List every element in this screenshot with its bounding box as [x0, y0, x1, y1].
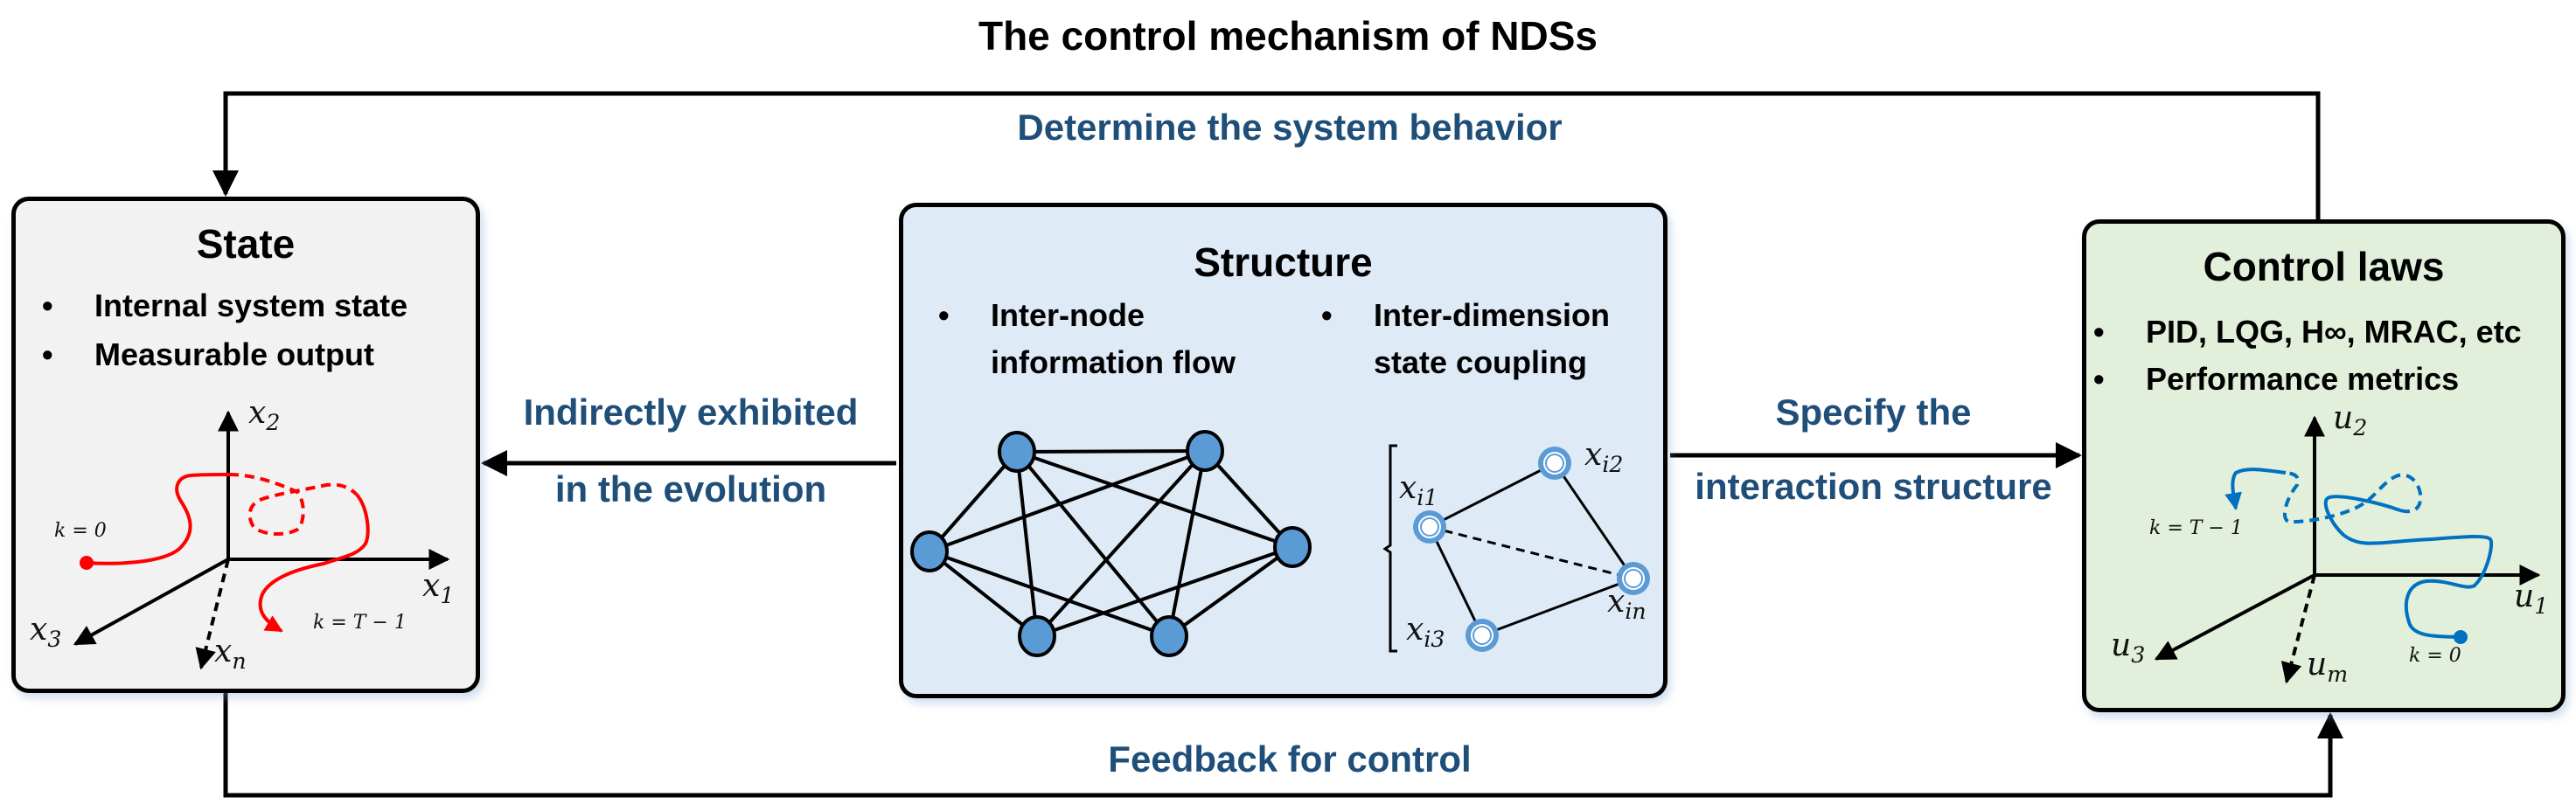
coupling-node-xi2	[1538, 447, 1571, 480]
axis-um	[2280, 574, 2316, 684]
state-title: State	[196, 221, 296, 267]
axis-xn	[195, 558, 230, 670]
top-feedback-connector	[212, 91, 2321, 219]
coupling-edge-solid	[1429, 461, 1556, 529]
structure-bullet-inter-dimension: •Inter-dimension	[1321, 297, 1611, 333]
network-node	[1018, 615, 1056, 657]
network-edge	[1015, 450, 1171, 638]
control-laws-box: Control laws •PID, LQG, H∞, MRAC, etc •P…	[2082, 219, 2566, 712]
control-trajectory-solid-start	[2323, 495, 2493, 639]
coupling-node-xi3	[1466, 619, 1499, 652]
structure-bullet-inter-node: •Inter-node	[938, 297, 1145, 333]
network-node	[910, 530, 949, 572]
coupling-bracket	[1382, 444, 1397, 653]
network-edge	[1036, 545, 1293, 638]
axis-label-um: um	[2307, 647, 2349, 688]
state-trajectory-dashed	[228, 473, 359, 536]
axis-label-x1: x1	[422, 568, 455, 609]
axis-label-x2: x2	[248, 395, 281, 436]
network-edge	[928, 550, 1039, 638]
coupling-edge-solid	[1428, 526, 1484, 636]
control-trajectory-solid-end	[2224, 468, 2287, 510]
axis-label-u2: u2	[2333, 400, 2368, 441]
bottom-feedback-connector	[223, 693, 2343, 798]
structure-title: Structure	[1194, 239, 1373, 285]
state-end-label: k = T − 1	[313, 612, 407, 634]
axis-x3	[73, 558, 229, 646]
control-end-label: k = T − 1	[2149, 517, 2243, 539]
state-trajectory-solid-start	[86, 473, 230, 565]
axis-label-u1: u1	[2514, 579, 2549, 620]
flow-label-interaction-structure: interaction structure	[1695, 466, 2052, 507]
state-start-point	[80, 556, 94, 570]
coupling-node-xi1	[1413, 510, 1446, 544]
state-trajectory-solid-end	[258, 493, 370, 633]
network-edge	[1203, 449, 1294, 549]
network-node	[998, 431, 1036, 473]
flow-label-indirectly-exhibited: Indirectly exhibited	[523, 392, 859, 433]
coupling-label-xin: xin	[1607, 584, 1647, 625]
flow-label-feedback: Feedback for control	[1108, 738, 1472, 780]
state-start-label: k = 0	[54, 520, 107, 542]
network-edge	[1035, 449, 1207, 638]
network-edge	[1016, 450, 1293, 549]
flow-label-in-evolution: in the evolution	[554, 468, 827, 509]
coupling-edge-solid	[1553, 462, 1635, 579]
coupling-label-xi3: xi3	[1406, 612, 1445, 653]
axis-label-xn: xn	[214, 634, 247, 675]
network-edge	[929, 449, 1206, 553]
coupling-label-xi2: xi2	[1584, 437, 1624, 478]
axis-label-u3: u3	[2111, 627, 2146, 669]
state-box: State •Internal system state •Measurable…	[11, 197, 480, 693]
network-edge	[1167, 450, 1207, 637]
control-bullet: •Performance metrics	[2093, 361, 2460, 397]
axis-u3	[2154, 573, 2315, 661]
control-start-label: k = 0	[2409, 645, 2461, 667]
network-edge	[928, 450, 1019, 553]
control-trajectory-dashed	[2283, 471, 2423, 524]
network-node	[1186, 430, 1224, 472]
control-bullet: •PID, LQG, H∞, MRAC, etc	[2093, 314, 2522, 350]
state-bullet: •Measurable output	[42, 336, 375, 372]
network-edge	[1015, 451, 1039, 637]
network-edge	[1016, 449, 1206, 454]
network-edge	[1167, 545, 1294, 638]
network-edge	[929, 550, 1170, 638]
network-node	[1150, 615, 1188, 657]
control-start-point	[2454, 630, 2468, 644]
state-bullet: •Internal system state	[42, 288, 408, 323]
flow-label-specify: Specify the	[1775, 392, 1972, 433]
network-node	[1273, 526, 1312, 568]
coupling-label-xi1: xi1	[1399, 470, 1438, 511]
structure-bullet-inter-dimension-cont: state coupling	[1374, 344, 1588, 380]
flow-label-determine-behavior: Determine the system behavior	[1017, 107, 1563, 148]
structure-bullet-inter-node-cont: information flow	[991, 344, 1236, 380]
page-title: The control mechanism of NDSs	[978, 13, 1598, 59]
axis-label-x3: x3	[30, 612, 62, 653]
coupling-edge-dashed	[1429, 525, 1634, 580]
control-laws-title: Control laws	[2203, 244, 2445, 289]
coupling-node-xin	[1617, 562, 1650, 595]
coupling-edge-solid	[1481, 577, 1634, 637]
